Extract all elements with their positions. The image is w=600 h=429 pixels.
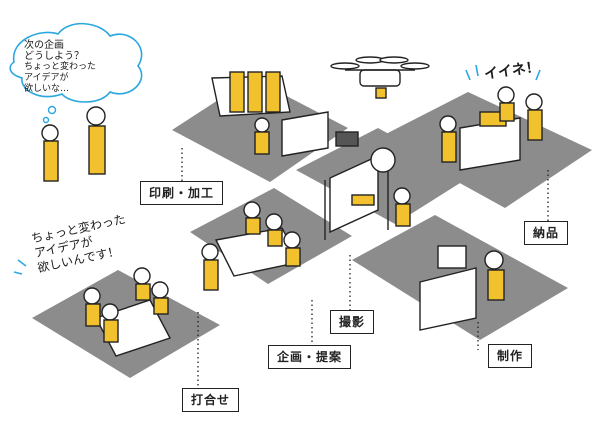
label-plan: 企画・提案 bbox=[268, 345, 351, 369]
label-delivery: 納品 bbox=[524, 221, 568, 245]
thought-line: ちょっと変わった bbox=[24, 62, 96, 73]
label-shoot: 撮影 bbox=[330, 310, 374, 334]
thought-line: アイデアが bbox=[24, 73, 96, 84]
planning-staff bbox=[42, 107, 105, 181]
label-make: 制作 bbox=[488, 344, 532, 368]
drone bbox=[331, 57, 429, 98]
thought-line: どうしよう？ bbox=[24, 51, 96, 62]
label-print: 印刷・加工 bbox=[140, 181, 223, 205]
thought-line: 次の企画 bbox=[24, 40, 96, 51]
thought-line: 欲しいな… bbox=[24, 84, 96, 95]
thought-bubble-text: 次の企画 どうしよう？ ちょっと変わった アイデアが 欲しいな… bbox=[24, 40, 96, 95]
label-meeting: 打合せ bbox=[182, 388, 239, 412]
